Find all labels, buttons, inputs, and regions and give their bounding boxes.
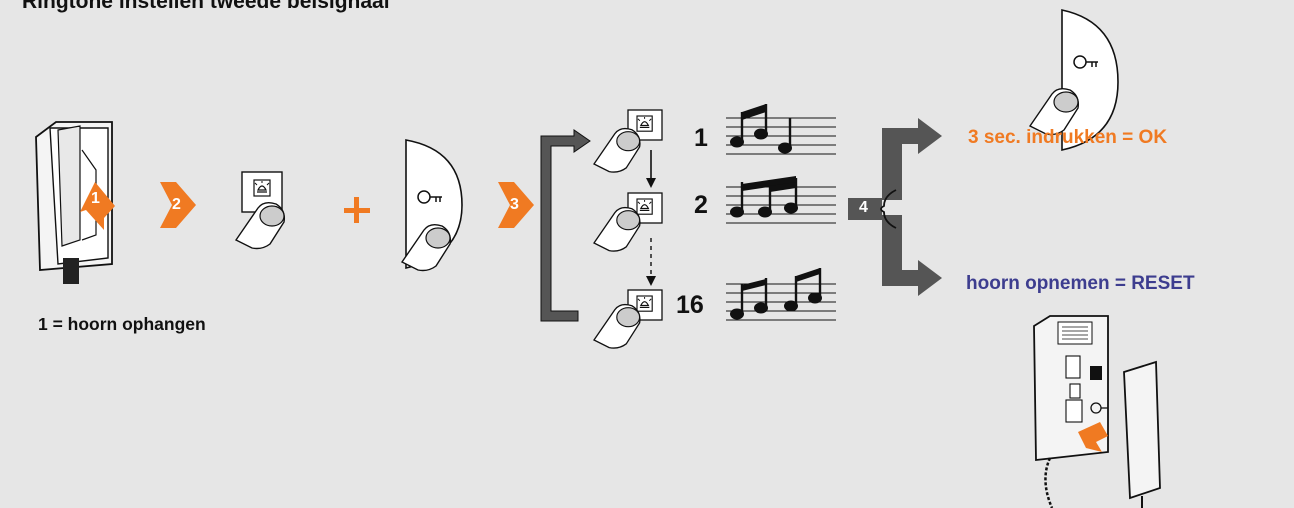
page-title: Ringtone instellen tweede belsignaal [22, 0, 390, 13]
music-notes-icon [728, 102, 794, 155]
ok-result-text: 3 sec. indrukken = OK [968, 127, 1168, 148]
handset-icon [35, 121, 113, 284]
melody-number-16: 16 [676, 291, 704, 319]
skip-arrow [646, 238, 656, 286]
melody-number-1: 1 [694, 124, 708, 152]
step-badge-2: 2 [172, 196, 181, 213]
step-2-arrow [160, 182, 196, 228]
plus-icon [344, 197, 370, 223]
key-button-icon [401, 139, 463, 272]
next-arrow [646, 150, 656, 188]
step-1-arrow [80, 182, 115, 230]
key-button-icon [1029, 9, 1119, 151]
loop-arrow [540, 129, 591, 322]
bell-press-1 [593, 109, 663, 173]
melody-number-2: 2 [694, 191, 708, 219]
step-badge-1: 1 [91, 190, 100, 207]
music-notes-icon [728, 176, 800, 219]
bell-press-2 [593, 192, 663, 252]
bell-button-icon [235, 171, 286, 250]
staff-1 [726, 117, 836, 155]
reset-result-text: hoorn opnemen = RESET [966, 273, 1195, 294]
step-badge-3: 3 [510, 196, 519, 213]
music-notes-icon [728, 266, 824, 321]
step-3-arrow [498, 182, 534, 228]
hang-up-caption: 1 = hoorn ophangen [38, 314, 206, 334]
step-badge-4: 4 [859, 199, 868, 216]
fork-arrows [848, 118, 942, 296]
bell-press-16 [593, 289, 663, 349]
intercom-icon [1033, 315, 1161, 508]
